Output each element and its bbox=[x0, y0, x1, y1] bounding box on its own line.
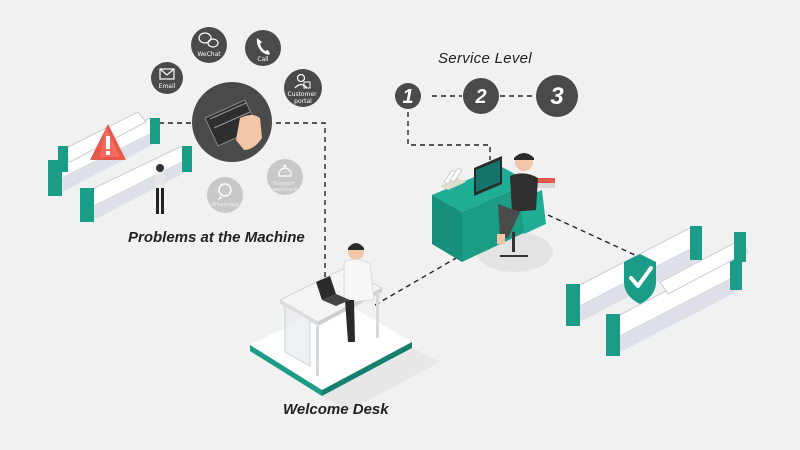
customer-portal-icon bbox=[294, 73, 311, 89]
service-level-2: 2 bbox=[463, 78, 499, 114]
channel-whatsapp: Whatsapp bbox=[207, 177, 243, 213]
line-desk-to-service bbox=[374, 249, 471, 306]
checkmark-shield-icon bbox=[624, 254, 656, 304]
technician-figure bbox=[155, 164, 165, 214]
book-stack bbox=[535, 178, 555, 188]
channel-customer-portal: Customer portal bbox=[284, 69, 322, 107]
wechat-icon bbox=[198, 32, 219, 48]
channel-support-assistant-label: Support assistant bbox=[273, 181, 299, 193]
call-icon bbox=[256, 38, 270, 55]
service-workstation bbox=[432, 153, 555, 272]
channel-email-label: Email bbox=[159, 83, 176, 90]
channel-support-assistant-label-line2: assistant bbox=[273, 187, 299, 193]
laptop-icon bbox=[316, 276, 350, 306]
problem-machines bbox=[48, 111, 192, 222]
service-level-1-number: 1 bbox=[402, 86, 413, 108]
service-level-steps: 1 2 3 bbox=[395, 75, 578, 117]
channel-customer-portal-label-line2: portal bbox=[294, 98, 312, 105]
whatsapp-icon bbox=[218, 183, 232, 200]
email-icon bbox=[159, 68, 175, 80]
line-level1-to-service bbox=[407, 112, 491, 160]
channel-customer-portal-label: Customer portal bbox=[287, 91, 318, 105]
channel-wechat: WeChat bbox=[191, 27, 227, 63]
channel-call-label: Call bbox=[257, 56, 269, 63]
machine-unit bbox=[659, 232, 749, 295]
service-technician-figure bbox=[497, 153, 538, 244]
service-level-3-number: 3 bbox=[550, 83, 564, 110]
service-level-label: Service Level bbox=[438, 50, 532, 67]
channel-whatsapp-label: Whatsapp bbox=[211, 202, 239, 208]
machine-unit bbox=[606, 256, 742, 356]
welcome-desk-scene bbox=[250, 243, 440, 410]
channel-support-assistant-label-line1: Support bbox=[273, 181, 296, 187]
paper-stack bbox=[440, 167, 466, 190]
welcome-desk-label: Welcome Desk bbox=[283, 401, 389, 418]
channel-wechat-label: WeChat bbox=[197, 51, 221, 58]
resolved-machines bbox=[566, 226, 749, 356]
service-level-2-number: 2 bbox=[474, 86, 486, 108]
support-assistant-icon bbox=[278, 164, 292, 177]
problems-at-machine-label: Problems at the Machine bbox=[128, 229, 305, 246]
channel-support-assistant: Support assistant bbox=[267, 159, 303, 195]
line-service-to-machines bbox=[547, 214, 636, 256]
desk-agent-figure bbox=[343, 243, 375, 342]
card-swipe-icon bbox=[192, 82, 272, 162]
warning-icon bbox=[90, 124, 126, 160]
channel-customer-portal-label-line1: Customer bbox=[287, 91, 317, 98]
channel-email: Email bbox=[151, 62, 183, 94]
machine-unit bbox=[80, 145, 192, 222]
service-level-3: 3 bbox=[536, 75, 578, 117]
contact-channels: Email WeChat Call Custo bbox=[151, 27, 322, 213]
channel-call: Call bbox=[245, 30, 281, 66]
monitor-icon bbox=[474, 156, 502, 196]
service-level-1: 1 bbox=[395, 83, 421, 109]
